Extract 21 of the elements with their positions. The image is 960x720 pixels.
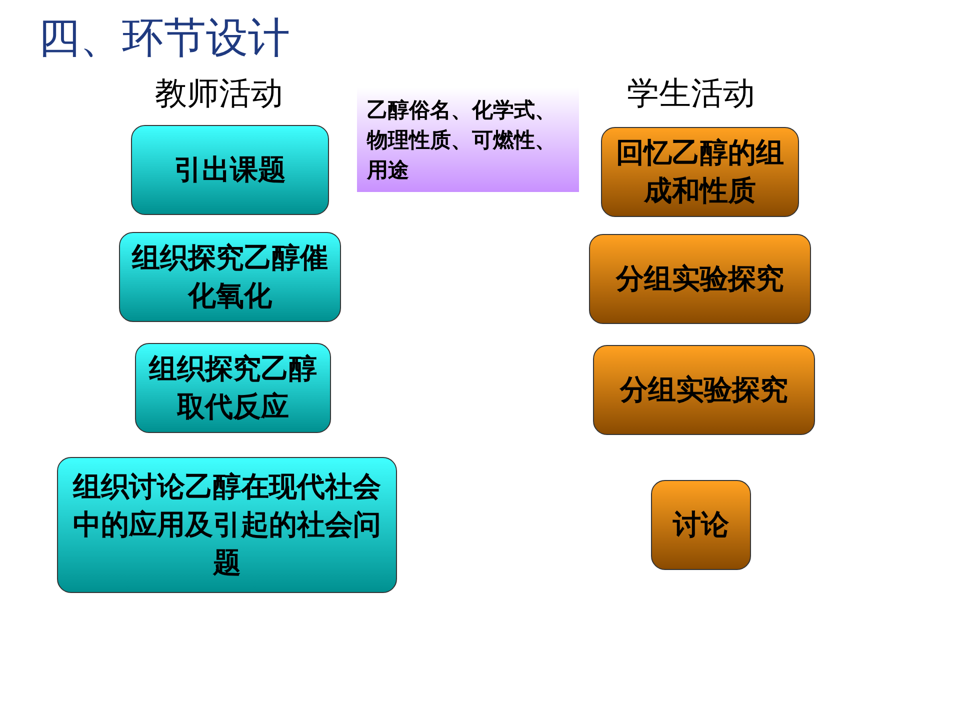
column-heading: 学生活动 (627, 73, 755, 114)
activity-text: 组织探究乙醇取代反应 (148, 351, 318, 425)
activity-box (119, 232, 341, 322)
activity-text: 分组实验探究 (620, 372, 788, 408)
activity-box (601, 127, 799, 217)
activity-box (131, 125, 329, 215)
activity-box (135, 343, 331, 433)
activity-box (589, 234, 811, 324)
activity-text: 组织讨论乙醇在现代社会中的应用及引起的社会问题 (72, 469, 382, 581)
activity-text: 讨论 (673, 507, 729, 543)
activity-box (57, 457, 397, 593)
activity-box (651, 480, 751, 570)
note-box (357, 87, 579, 192)
activity-box (593, 345, 815, 435)
activity-text: 引出课题 (174, 152, 286, 188)
activity-text: 分组实验探究 (616, 261, 784, 297)
activity-text: 回忆乙醇的组成和性质 (615, 135, 785, 209)
slide-title: 四、环节设计 (38, 12, 290, 64)
activity-text: 组织探究乙醇催化氧化 (130, 240, 329, 314)
activity-text: 乙醇俗名、化学式、物理性质、可燃性、用途 (367, 96, 557, 184)
column-heading: 教师活动 (155, 73, 283, 114)
